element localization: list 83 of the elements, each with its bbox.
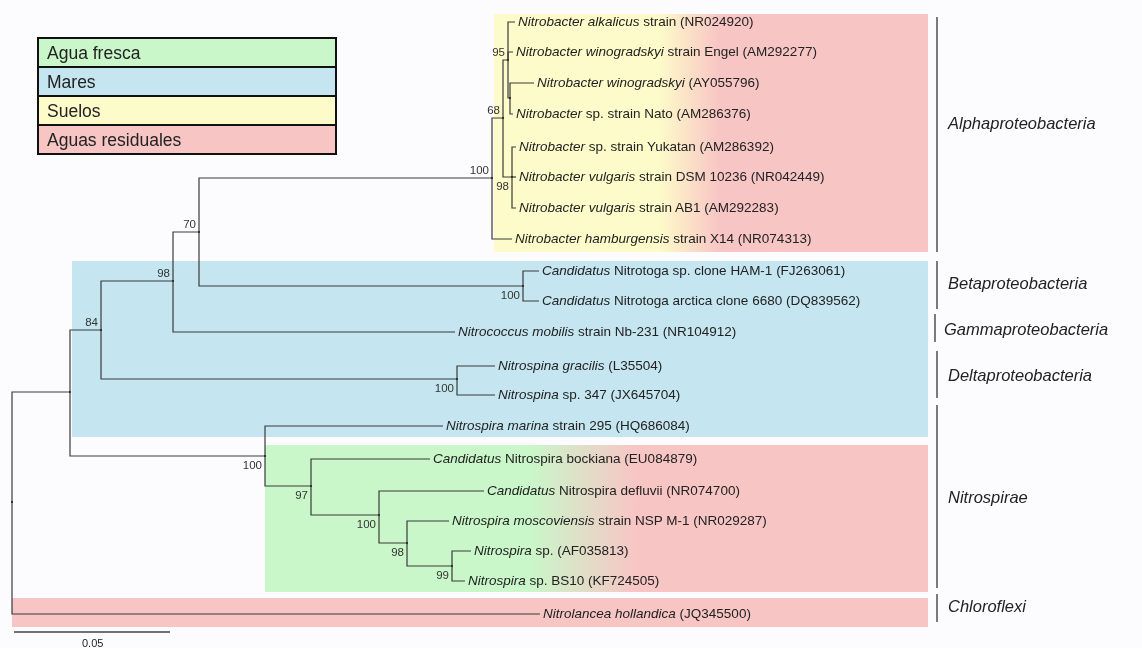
taxon-label: Nitrolancea hollandica (JQ345500) [540, 605, 751, 623]
legend-label: Suelos [47, 101, 101, 122]
bootstrap-value: 100 [242, 459, 262, 472]
tree-branch [100, 280, 173, 331]
tree-branch [502, 117, 512, 178]
taxon-label: Nitrospira sp. BS10 (KF724505) [465, 572, 660, 590]
bootstrap-value: 98 [496, 180, 509, 193]
clade-name: Gammaproteobacteria [944, 320, 1109, 339]
scale-value: 0.05 [82, 637, 104, 648]
legend-label: Aguas residuales [47, 130, 182, 151]
clade-name: Deltaproteobacteria [948, 366, 1092, 385]
tree-branch [264, 425, 444, 457]
bootstrap-value: 84 [85, 316, 98, 329]
tree-branch [69, 391, 265, 457]
legend-label: Mares [47, 72, 96, 93]
tree-branch [406, 520, 450, 544]
tree-branch [11, 391, 70, 503]
clade-name: Betaproteobacteria [948, 274, 1088, 293]
taxon-label: Candidatus Nitrotoga sp. clone HAM-1 (FJ263061) [539, 262, 846, 280]
tree-branch [507, 51, 514, 61]
taxon-label: Nitrobacter winogradskyi strain Engel (AM292277) [513, 43, 817, 61]
tree-branch [456, 365, 496, 380]
bootstrap-value: 100 [469, 164, 489, 177]
taxon-label: Nitrobacter vulgaris strain DSM 10236 (NR042449) [516, 168, 825, 186]
taxon-label: Nitrospira marina strain 295 (HQ686084) [443, 417, 690, 435]
taxon-label: Nitrobacter sp. strain Yukatan (AM286392) [516, 138, 774, 156]
taxon-label: Candidatus Nitrospira defluvii (NR074700) [484, 482, 740, 500]
color-band [72, 261, 928, 437]
bootstrap-value: 98 [391, 546, 404, 559]
taxon-label: Nitrospira sp. (AF035813) [471, 542, 629, 560]
taxon-label: Nitrospina sp. 347 (JX645704) [495, 386, 681, 404]
clade-name: Nitrospirae [948, 488, 1028, 507]
tree-branch [509, 97, 514, 115]
bootstrap-value: 68 [487, 104, 500, 117]
tree-branch [502, 59, 508, 119]
tree-branch [511, 176, 517, 209]
tree-branch [11, 501, 541, 615]
tree-branch [378, 490, 485, 516]
legend-label: Agua fresca [47, 43, 141, 64]
taxon-label: Nitrospira moscoviensis strain NSP M-1 (NR029287) [449, 512, 767, 530]
tree-branch [100, 329, 457, 380]
taxon-label: Nitrococcus mobilis strain Nb-231 (NR104912) [455, 323, 737, 341]
tree-branch [491, 177, 513, 240]
bootstrap-value: 100 [434, 382, 454, 395]
tree-branch [451, 550, 472, 567]
bootstrap-value: 100 [356, 518, 376, 531]
taxon-label: Nitrobacter alkalicus strain (NR024920) [515, 13, 754, 31]
tree-branch [172, 231, 199, 282]
bootstrap-value: 70 [183, 218, 196, 231]
bootstrap-value: 98 [157, 267, 170, 280]
tree-branch [451, 565, 466, 582]
bootstrap-value: 100 [500, 289, 520, 302]
tree-branch [310, 485, 379, 516]
taxon-label: Candidatus Nitrotoga arctica clone 6680 (DQ839562) [539, 292, 861, 310]
taxon-label: Nitrobacter sp. strain Nato (AM286376) [513, 105, 751, 123]
tree-branch [198, 231, 523, 287]
tree-branch [198, 177, 492, 233]
taxon-label: Candidatus Nitrospira bockiana (EU084879) [430, 450, 698, 468]
taxon-label: Nitrospina gracilis (L35504) [495, 357, 663, 375]
bootstrap-value: 97 [295, 489, 308, 502]
color-band [265, 445, 928, 592]
tree-branch [264, 455, 311, 487]
bootstrap-value: 99 [436, 569, 449, 582]
bootstrap-value: 95 [492, 46, 505, 59]
color-band [12, 598, 928, 627]
tree-branch [310, 458, 431, 487]
clade-name: Chloroflexi [948, 597, 1026, 616]
tree-branch [456, 378, 496, 396]
tree-branch [511, 146, 517, 178]
tree-branch [511, 176, 517, 178]
tree-branch [522, 285, 540, 302]
tree-branch [509, 82, 535, 99]
tree-branch [378, 514, 407, 544]
tree-branch [172, 280, 456, 333]
clade-name: Alphaproteobacteria [948, 114, 1096, 133]
tree-branch [491, 117, 503, 179]
taxon-label: Nitrobacter hamburgensis strain X14 (NR074313) [512, 230, 812, 248]
taxon-label: Nitrobacter winogradskyi (AY055796) [534, 74, 760, 92]
tree-branch [406, 542, 452, 567]
tree-branch [507, 59, 510, 99]
tree-branch [69, 329, 101, 393]
tree-branch [522, 270, 540, 287]
taxon-label: Nitrobacter vulgaris strain AB1 (AM292283) [516, 199, 779, 217]
